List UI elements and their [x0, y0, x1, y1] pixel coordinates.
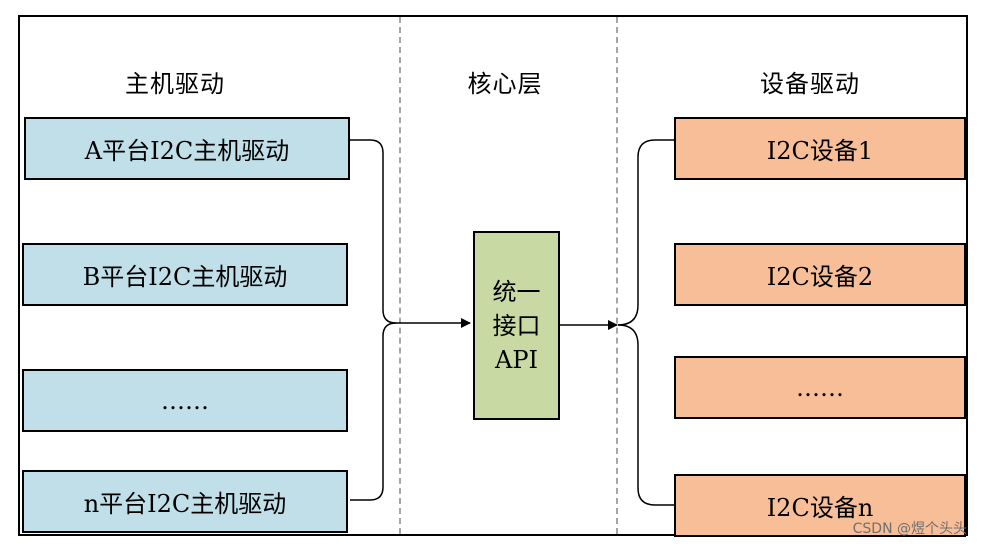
device-column-title: 设备驱动 [760, 70, 860, 98]
device-ellipsis: …… [674, 356, 966, 419]
device-2: I2C设备2 [674, 243, 966, 306]
host-column-title: 主机驱动 [125, 70, 225, 98]
host-driver-ellipsis: …… [22, 369, 348, 432]
divider-left [399, 17, 401, 534]
host-driver-n: n平台I2C主机驱动 [22, 470, 348, 533]
watermark: CSDN @煜个头头 [852, 521, 967, 537]
device-n: I2C设备n [674, 474, 966, 537]
host-driver-b: B平台I2C主机驱动 [22, 243, 348, 306]
core-api-line3: API [495, 345, 538, 374]
divider-right [616, 17, 618, 534]
core-api-box: 统一 接口 API [473, 231, 560, 420]
core-api-line1: 统一 [492, 277, 541, 306]
core-api-line2: 接口 [492, 311, 541, 340]
diagram-frame [18, 15, 968, 536]
device-1: I2C设备1 [674, 117, 966, 180]
core-column-title: 核心层 [467, 70, 543, 98]
host-driver-a: A平台I2C主机驱动 [24, 117, 350, 180]
